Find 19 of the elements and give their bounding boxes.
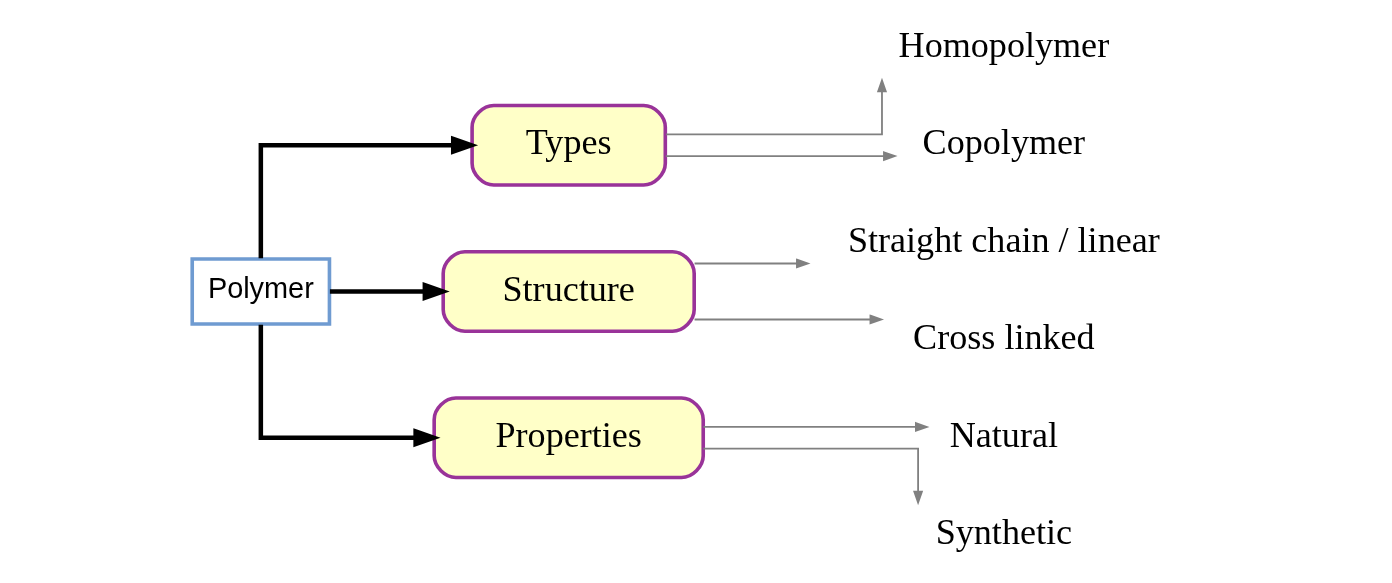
arrow xyxy=(693,314,885,325)
arrow xyxy=(664,151,898,162)
node-box: Polymer xyxy=(190,257,332,326)
arrow xyxy=(258,324,441,448)
node-text: Synthetic xyxy=(935,512,1073,553)
node-text: Natural xyxy=(949,414,1058,455)
arrow xyxy=(702,421,930,432)
arrow xyxy=(693,258,811,269)
node-text: Cross linked xyxy=(913,317,1095,358)
arrow xyxy=(329,282,450,301)
node-box: Types xyxy=(470,103,668,187)
arrow xyxy=(258,135,479,259)
node-box: Structure xyxy=(441,249,696,334)
node-text: Copolymer xyxy=(922,122,1086,163)
arrow xyxy=(665,77,888,136)
arrow xyxy=(702,447,924,506)
node-text: Straight chain / linear xyxy=(847,219,1160,260)
node-box: Properties xyxy=(432,396,706,480)
node-text: Homopolymer xyxy=(898,24,1110,65)
